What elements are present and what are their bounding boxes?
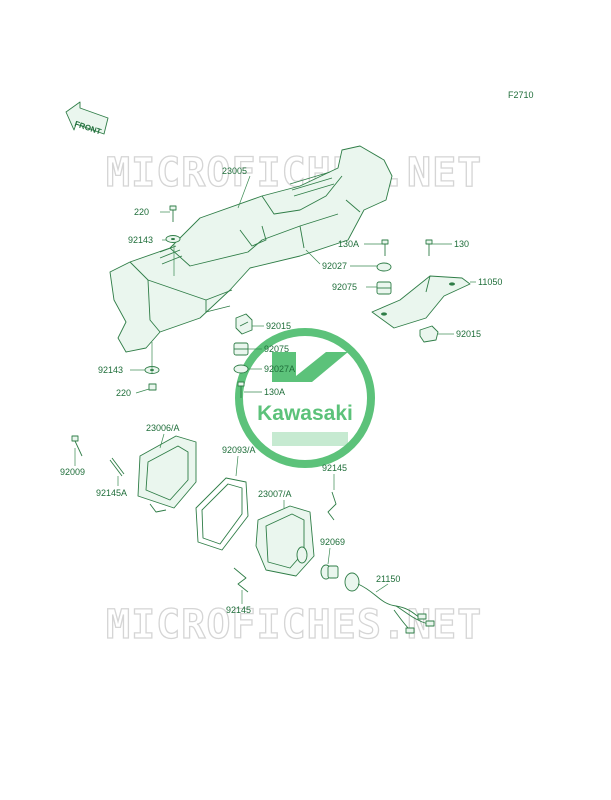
label-92075-centre: 92075 [264, 344, 289, 354]
label-92143-top: 92143 [128, 235, 153, 245]
grommet-92075-right-part [376, 281, 392, 295]
label-92015-right: 92015 [456, 329, 481, 339]
bolt-130-right-part [425, 239, 433, 256]
spring-92145-lower-part [233, 567, 249, 593]
label-92145-lower: 92145 [226, 605, 251, 615]
label-92145-upper: 92145 [322, 463, 347, 473]
bolt-130a-right-part [381, 239, 389, 256]
label-92093a: 92093/A [222, 445, 256, 455]
label-130a-centre: 130A [264, 387, 285, 397]
collar-92027-part [376, 262, 392, 272]
spring-92145-upper-part [327, 491, 337, 521]
leader-lines [74, 175, 476, 604]
front-arrow-icon: FRONT [65, 101, 109, 136]
collar-92027a-part [233, 364, 249, 374]
label-92027a: 92027A [264, 364, 295, 374]
bracket-11050-part [371, 275, 471, 329]
label-92143-bottom: 92143 [98, 365, 123, 375]
label-21150: 21150 [376, 574, 400, 584]
nut-92015-right-part [419, 325, 439, 343]
label-92069: 92069 [320, 537, 345, 547]
figure-code: F2710 [508, 90, 534, 100]
headlight-unit-part [255, 505, 315, 577]
washer-92143-top-part [165, 235, 181, 243]
kawasaki-logo-text: Kawasaki [257, 402, 353, 425]
label-92075-right: 92075 [332, 282, 357, 292]
nut-92015-centre-part [235, 313, 253, 335]
socket-harness-21150-part [344, 572, 435, 634]
label-92145a: 92145A [96, 488, 127, 498]
bolt-220-top-part [169, 205, 177, 222]
bulb-92069-part [320, 564, 339, 580]
label-92009: 92009 [60, 467, 85, 477]
bolt-130a-centre-part [237, 381, 245, 398]
label-23006a: 23006/A [146, 423, 180, 433]
label-130a-right: 130A [338, 239, 359, 249]
watermark-bottom: MICROFICHES.NET [106, 602, 482, 648]
headlight-cover-part [109, 145, 393, 353]
label-220-top: 220 [134, 207, 149, 217]
label-92015-centre: 92015 [266, 321, 291, 331]
headlight-housing-part [137, 435, 197, 513]
label-92027: 92027 [322, 261, 347, 271]
label-11050: 11050 [478, 277, 502, 287]
kawasaki-logo: Kawasaki [235, 328, 375, 468]
bolt-220-bottom-part [148, 383, 157, 391]
screw-92145a-part [109, 457, 125, 477]
rim-92093a-part [195, 477, 249, 551]
label-220-bottom: 220 [116, 388, 131, 398]
bolt-92009-part [71, 435, 83, 457]
label-23007a: 23007/A [258, 489, 292, 499]
label-23005: 23005 [222, 166, 247, 176]
grommet-92075-centre-part [233, 342, 249, 356]
part-labels: 23005 220 92143 130A 130 92027 11050 920… [60, 166, 502, 615]
label-130: 130 [454, 239, 469, 249]
